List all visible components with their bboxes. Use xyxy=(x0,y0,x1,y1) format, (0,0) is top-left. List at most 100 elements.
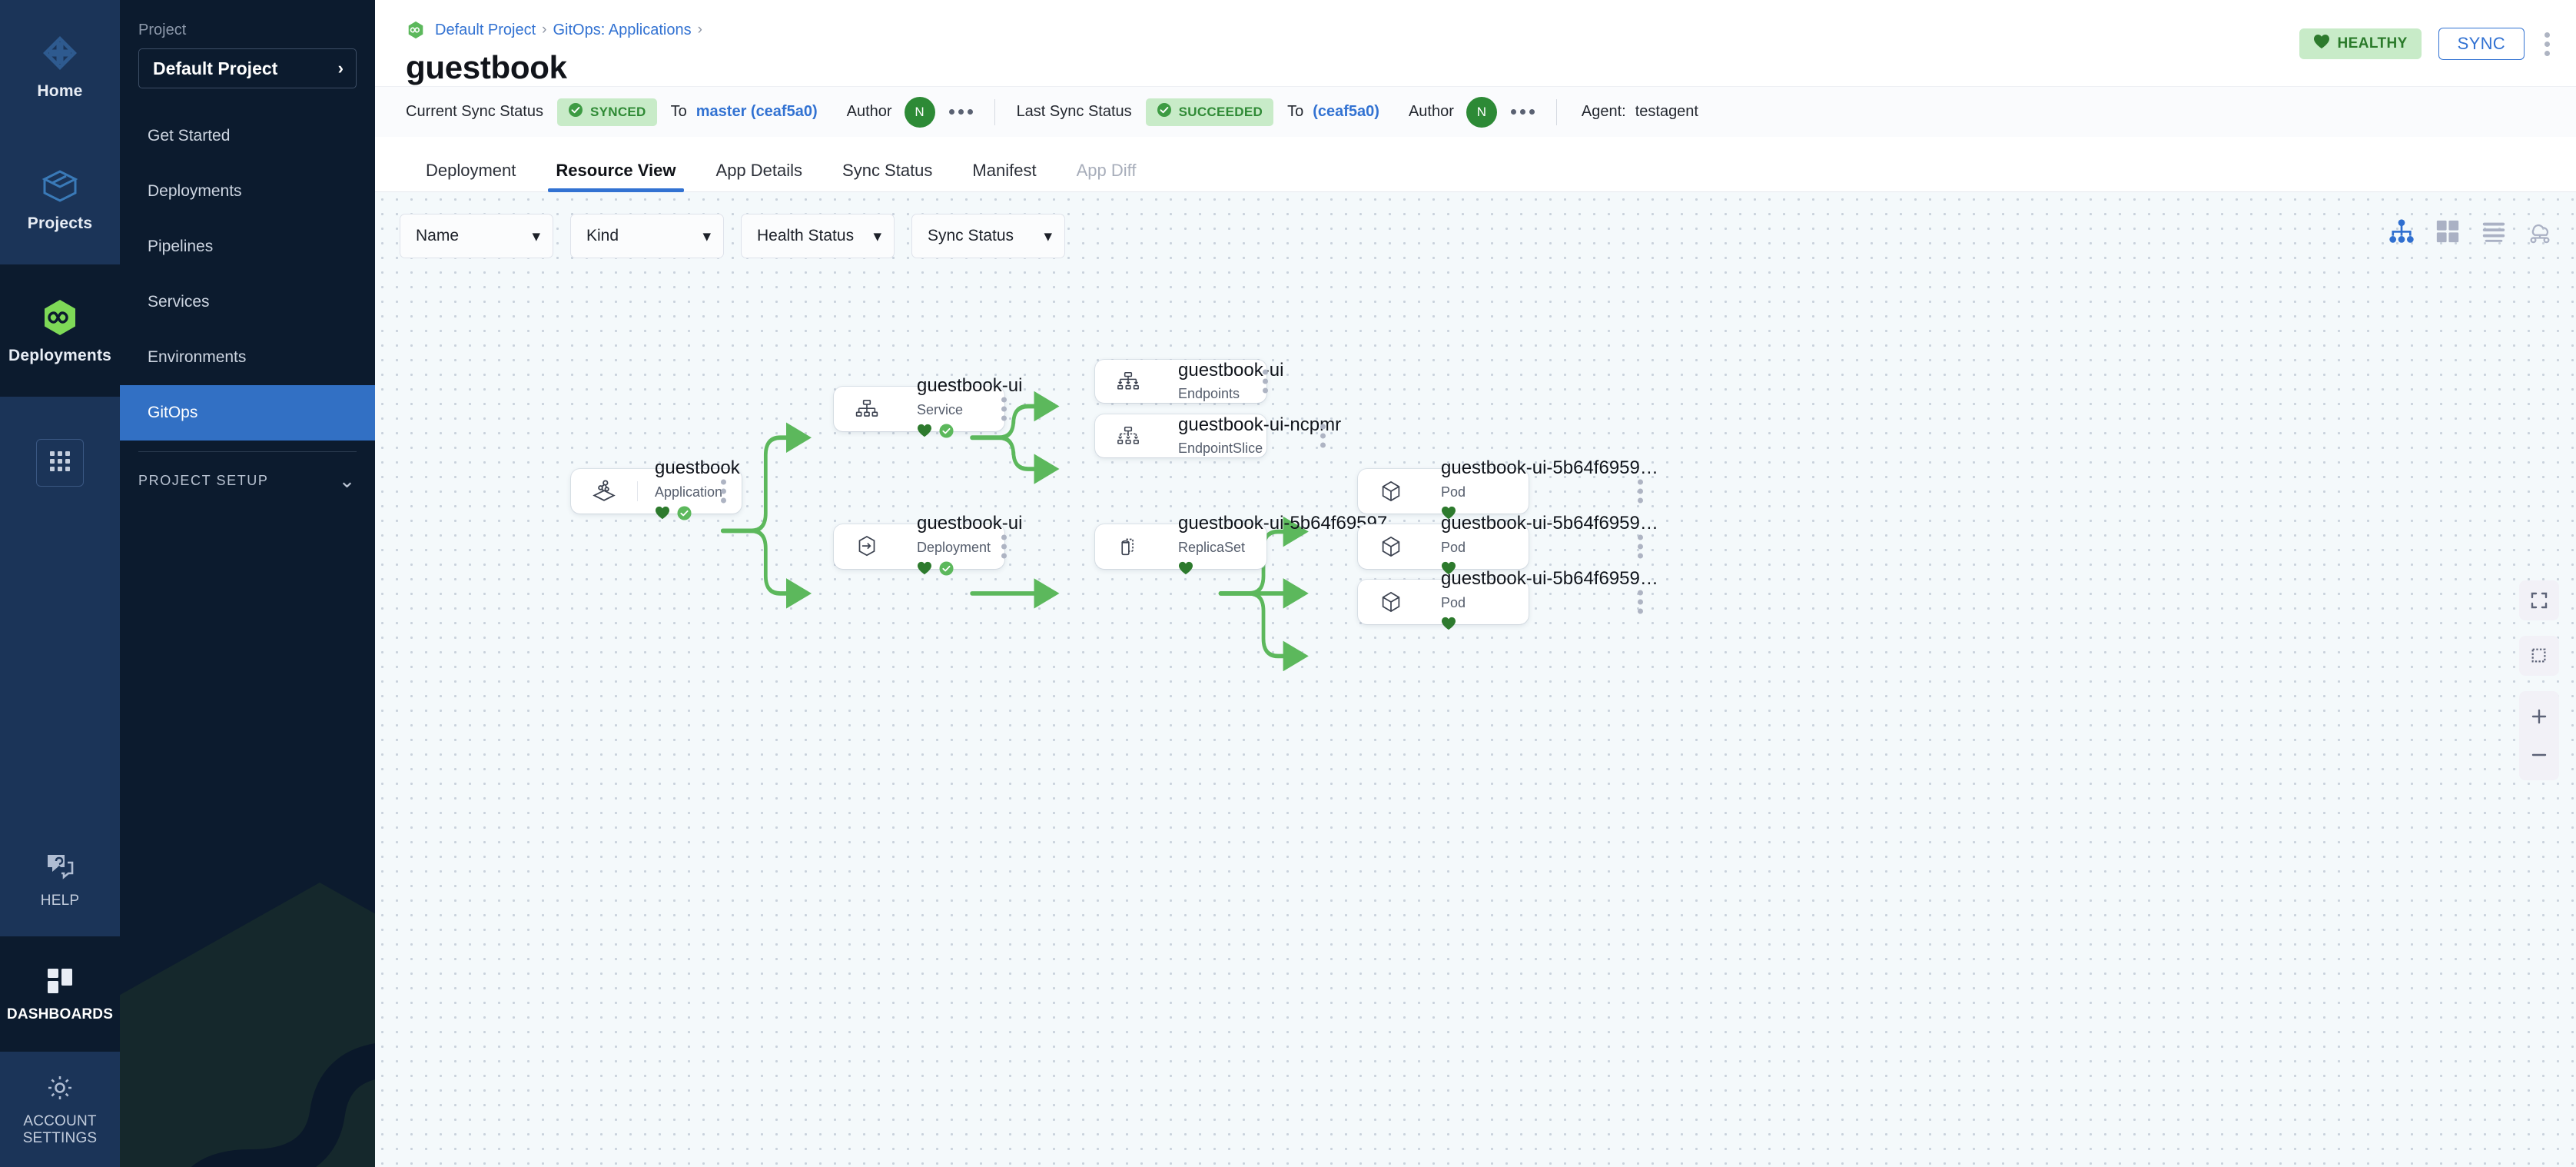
tab-deployment[interactable]: Deployment xyxy=(426,161,516,180)
filter-health-status[interactable]: Health Status ▾ xyxy=(741,214,895,258)
check-circle-icon xyxy=(939,561,954,580)
sidebar-item-get-started[interactable]: Get Started xyxy=(120,108,375,164)
node-menu-icon[interactable] xyxy=(1637,590,1643,614)
node-kind: Pod xyxy=(1441,594,1466,610)
sidebar-item-label: Deployments xyxy=(148,182,242,200)
tab-manifest[interactable]: Manifest xyxy=(972,161,1037,180)
project-section-label: Project xyxy=(138,22,187,38)
sidebar-item-deployments[interactable]: Deployments xyxy=(120,164,375,219)
node-menu-icon[interactable] xyxy=(1637,479,1643,504)
current-sync-status-badge: SYNCED xyxy=(556,98,657,126)
rail-bottom-group: HELP DASHBOARDS ACCOUNT SETTINGS xyxy=(0,821,120,1167)
node-body: guestbook-ui-ncpmr EndpointSlice xyxy=(1161,414,1341,457)
current-sync-more-icon[interactable] xyxy=(948,109,973,115)
filter-sync-status[interactable]: Sync Status ▾ xyxy=(911,214,1065,258)
rail-item-deployments[interactable]: Deployments xyxy=(0,264,120,397)
graph-node-endpoints[interactable]: guestbook-ui Endpoints xyxy=(1095,360,1283,403)
breadcrumb-logo-icon xyxy=(406,20,426,40)
graph-node-endpointslice[interactable]: guestbook-ui-ncpmr EndpointSlice xyxy=(1095,414,1341,457)
graph-node-replicaset[interactable]: guestbook-ui-5b64f69597 ReplicaSet xyxy=(1095,513,1387,575)
kebab-menu-icon[interactable] xyxy=(2541,29,2553,59)
deployment-icon xyxy=(834,532,900,561)
rail-label-help: HELP xyxy=(40,892,80,909)
filter-bar: Name ▾ Kind ▾ Health Status ▾ Sync Statu… xyxy=(400,214,1065,258)
selection-box-icon[interactable] xyxy=(2519,636,2559,676)
infinity-hex-icon xyxy=(38,296,81,339)
breadcrumb-item-gitops-applications[interactable]: GitOps: Applications xyxy=(553,21,692,38)
agent-value: testagent xyxy=(1635,103,1698,120)
breadcrumb-item-default-project[interactable]: Default Project xyxy=(435,21,536,38)
apps-grid-icon xyxy=(48,450,71,477)
pod-icon xyxy=(1358,477,1424,506)
network-view-icon[interactable] xyxy=(2525,217,2554,246)
rail-label-home: Home xyxy=(37,81,83,100)
pod-icon xyxy=(1358,587,1424,617)
project-selector[interactable]: Default Project › xyxy=(138,48,357,88)
graph-node-pod-1[interactable]: guestbook-ui-5b64f6959… Pod xyxy=(1358,457,1658,520)
apps-grid-button[interactable] xyxy=(36,439,84,487)
last-sync-revision-link[interactable]: (ceaf5a0) xyxy=(1313,103,1379,120)
endpoints-icon xyxy=(1095,367,1161,396)
sidebar-item-label: Get Started xyxy=(148,127,231,145)
project-setup-label: PROJECT SETUP xyxy=(138,472,269,488)
project-sidebar: Project Default Project › Get Started De… xyxy=(120,0,375,1167)
filter-name[interactable]: Name ▾ xyxy=(400,214,553,258)
zoom-out-icon[interactable] xyxy=(2519,736,2559,774)
box-icon xyxy=(38,164,81,207)
sidebar-item-pipelines[interactable]: Pipelines xyxy=(120,219,375,274)
node-kind: ReplicaSet xyxy=(1178,539,1246,555)
tab-resource-view[interactable]: Resource View xyxy=(536,162,695,192)
rail-item-home[interactable]: Home xyxy=(0,0,120,132)
filter-kind[interactable]: Kind ▾ xyxy=(570,214,724,258)
resource-graph-canvas[interactable]: Name ▾ Kind ▾ Health Status ▾ Sync Statu… xyxy=(375,192,2576,1167)
rail-item-dashboards[interactable]: DASHBOARDS xyxy=(0,936,120,1052)
graph-node-pod-2[interactable]: guestbook-ui-5b64f6959… Pod xyxy=(1358,513,1658,575)
rail-item-help[interactable]: HELP xyxy=(0,821,120,936)
sidebar-item-label: GitOps xyxy=(148,404,198,421)
rail-label-projects: Projects xyxy=(27,214,93,232)
project-setup-toggle[interactable]: PROJECT SETUP ⌄ xyxy=(138,452,357,509)
sidebar-item-environments[interactable]: Environments xyxy=(120,330,375,385)
tab-app-details[interactable]: App Details xyxy=(715,161,803,180)
node-menu-icon[interactable] xyxy=(1637,534,1643,559)
tree-view-icon[interactable] xyxy=(2387,217,2416,246)
project-selector-value: Default Project xyxy=(153,58,278,78)
node-menu-icon[interactable] xyxy=(1001,397,1007,421)
last-sync-more-icon[interactable] xyxy=(1510,109,1535,115)
current-sync-to-label: To xyxy=(670,103,687,120)
list-view-icon[interactable] xyxy=(2479,217,2508,246)
node-menu-icon[interactable] xyxy=(721,479,726,504)
node-status xyxy=(1441,506,1658,524)
graph-node-deployment[interactable]: guestbook-ui Deployment xyxy=(834,513,1022,576)
node-menu-icon[interactable] xyxy=(1263,369,1269,394)
rail-label-account-settings: ACCOUNT SETTINGS xyxy=(22,1112,98,1146)
sync-button[interactable]: SYNC xyxy=(2438,28,2525,60)
grid-view-icon[interactable] xyxy=(2433,217,2462,246)
rail-item-projects[interactable]: Projects xyxy=(0,132,120,264)
tab-sync-status[interactable]: Sync Status xyxy=(842,161,933,180)
last-sync-status-badge: SUCCEEDED xyxy=(1145,98,1274,126)
graph-node-pod-3[interactable]: guestbook-ui-5b64f6959… Pod xyxy=(1358,568,1658,630)
graph-node-service[interactable]: guestbook-ui Service xyxy=(834,375,1022,438)
filter-sync-status-label: Sync Status xyxy=(928,227,1014,244)
heart-icon xyxy=(917,424,932,441)
fullscreen-icon[interactable] xyxy=(2519,580,2559,620)
tab-bar: Deployment Resource View App Details Syn… xyxy=(375,137,2576,192)
sidebar-item-gitops[interactable]: GitOps xyxy=(120,385,375,441)
project-nav: Get Started Deployments Pipelines Servic… xyxy=(120,108,375,441)
heart-icon xyxy=(1178,561,1193,579)
rail-item-apps[interactable] xyxy=(0,397,120,529)
node-menu-icon[interactable] xyxy=(1001,534,1007,559)
pod-icon xyxy=(1358,532,1424,561)
sidebar-item-services[interactable]: Services xyxy=(120,274,375,330)
zoom-in-icon[interactable] xyxy=(2519,697,2559,736)
graph-node-application[interactable]: guestbook Application xyxy=(571,457,742,520)
rail-item-account-settings[interactable]: ACCOUNT SETTINGS xyxy=(0,1052,120,1167)
current-sync-revision-link[interactable]: master (ceaf5a0) xyxy=(695,103,818,120)
icon-rail: Home Projects Deployments xyxy=(0,0,120,1167)
node-name: guestbook-ui xyxy=(917,375,1023,397)
node-status xyxy=(1441,561,1658,580)
node-menu-icon[interactable] xyxy=(1320,424,1326,448)
node-body: guestbook-ui Endpoints xyxy=(1161,360,1283,402)
page-title: guestbook xyxy=(406,49,567,85)
